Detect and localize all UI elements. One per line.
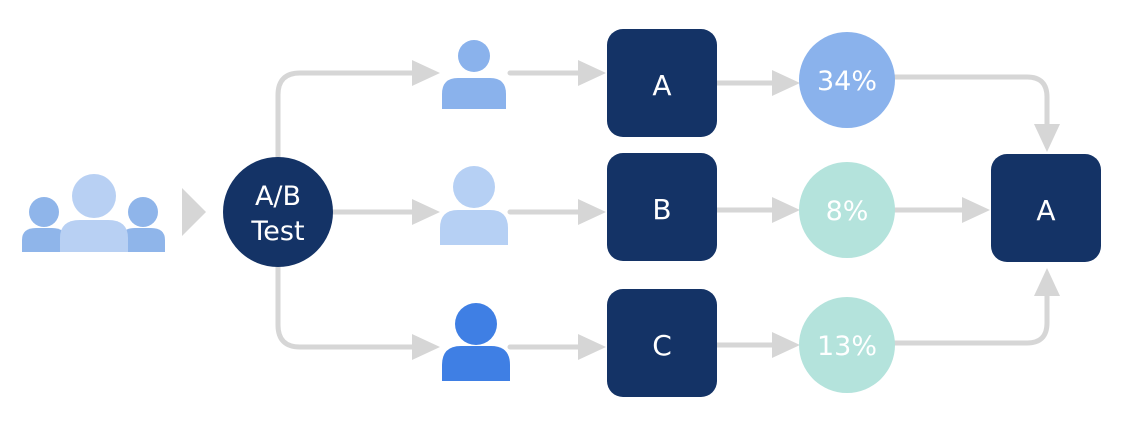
rate-circle-b: 8% — [799, 162, 895, 258]
rate-circle-a: 34% — [799, 32, 895, 128]
arrowhead-user-b — [578, 199, 606, 225]
variant-box-b: B — [607, 153, 717, 261]
variant-box-c: C — [607, 289, 717, 397]
rate-label-b: 8% — [826, 196, 869, 227]
connector-split-top — [275, 70, 423, 175]
arrowhead-split-bottom — [412, 334, 440, 360]
variant-label-a: A — [652, 69, 671, 102]
connectors — [275, 70, 1050, 350]
arrowhead-split-top — [412, 60, 440, 86]
flow-arrow-icon — [182, 188, 206, 236]
arrowhead-user-a — [578, 60, 606, 86]
arrowhead-variant-a — [772, 70, 800, 96]
ab-test-node: A/B Test — [223, 157, 333, 267]
arrowhead-user-c — [578, 334, 606, 360]
ab-test-label-line2: Test — [250, 216, 304, 247]
variant-box-a: A — [607, 29, 717, 137]
user-icon — [440, 166, 508, 245]
winner-label: A — [1036, 194, 1055, 227]
ab-test-label-line1: A/B — [255, 181, 301, 212]
arrowhead-rate-c — [1034, 268, 1060, 296]
arrowhead-variant-b — [772, 197, 800, 223]
arrowhead-split-middle — [412, 199, 440, 225]
connector-rate-c — [892, 287, 1050, 346]
user-icon — [442, 40, 506, 109]
variant-label-c: C — [652, 329, 672, 362]
rate-label-a: 34% — [817, 66, 877, 97]
arrowheads — [412, 60, 1060, 360]
rate-label-c: 13% — [817, 331, 877, 362]
user-group-icon — [22, 174, 165, 252]
connector-rate-a — [892, 74, 1050, 133]
winner-box: A — [991, 154, 1101, 262]
arrowhead-rate-a — [1034, 124, 1060, 152]
connector-split-bottom — [275, 249, 423, 350]
arrowhead-rate-b — [962, 197, 990, 223]
rate-circle-c: 13% — [799, 297, 895, 393]
arrowhead-variant-c — [772, 332, 800, 358]
variant-label-b: B — [652, 193, 671, 226]
user-icon — [442, 303, 510, 381]
